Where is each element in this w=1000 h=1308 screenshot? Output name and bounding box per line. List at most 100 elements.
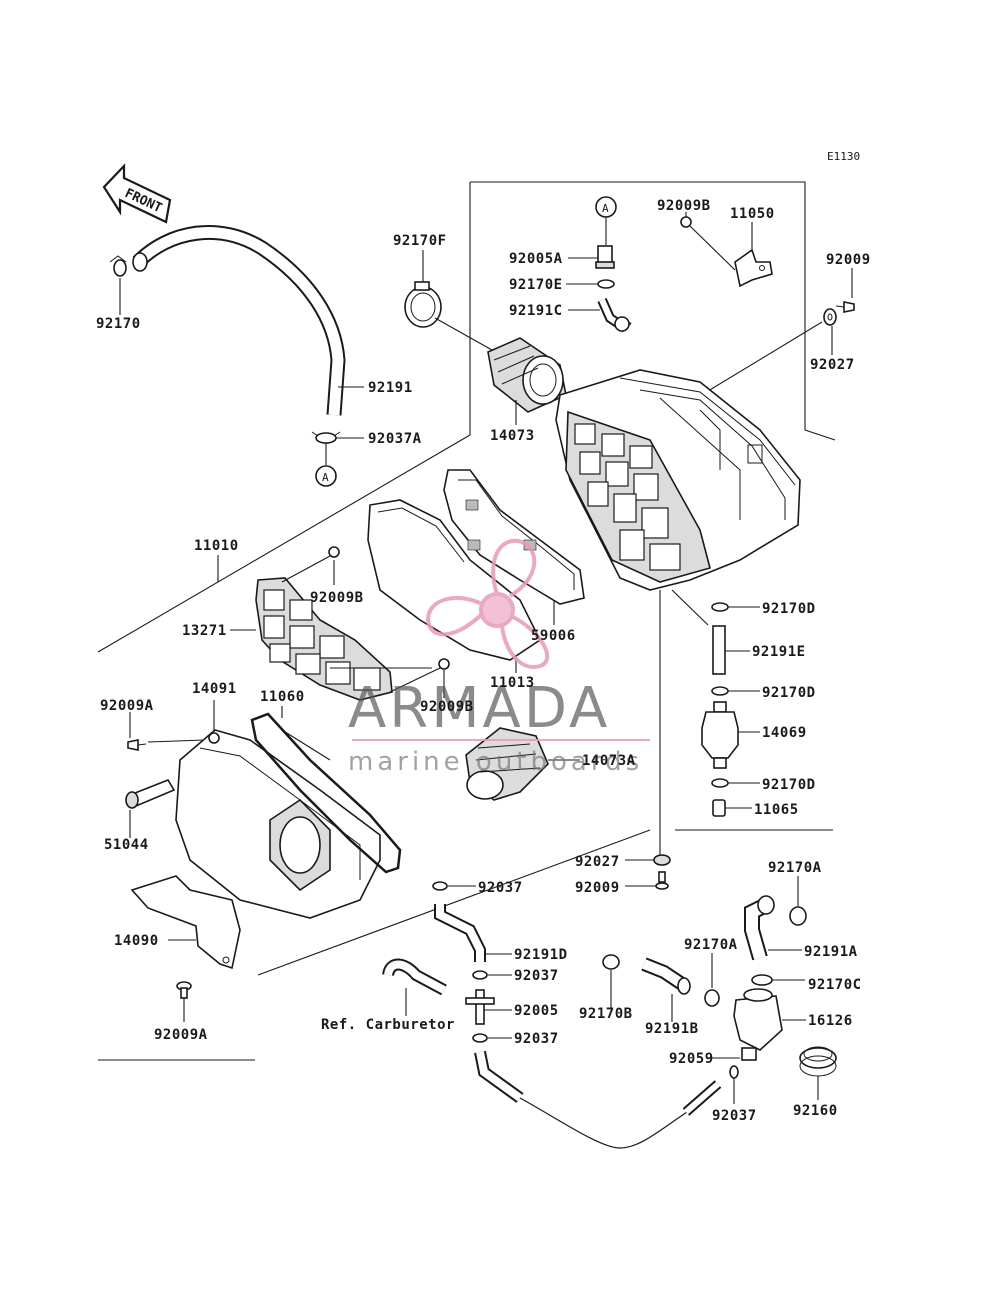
duct-14073 — [487, 337, 567, 413]
label-92170: 92170 — [96, 316, 141, 332]
case-14091 — [175, 729, 381, 919]
screw-92009B-mid — [328, 546, 340, 558]
seal-11060 — [250, 712, 402, 874]
label-92170A-1: 92170A — [768, 860, 822, 876]
label-92059: 92059 — [669, 1051, 714, 1067]
watermark: ARMADA marine outboards — [348, 538, 650, 777]
ref-carburetor: Ref. Carburetor — [321, 1017, 455, 1033]
label-92191B: 92191B — [645, 1021, 699, 1037]
hose-92059 — [682, 1080, 722, 1116]
label-13271: 13271 — [182, 623, 227, 639]
hose-92191A — [744, 895, 775, 961]
bracket-11050 — [734, 248, 773, 288]
ref-marker-a-bottom — [315, 465, 337, 487]
label-92170C: 92170C — [808, 977, 862, 993]
ref-marker-a-top-label: A — [602, 202, 609, 215]
fitting-92005A — [595, 245, 615, 269]
label-92009A-top: 92009A — [100, 698, 154, 714]
clip-92037-4 — [729, 1065, 739, 1079]
clip-92170B — [602, 954, 620, 970]
clip-92170D-2 — [711, 686, 729, 696]
label-92037A: 92037A — [368, 431, 422, 447]
label-14091: 14091 — [192, 681, 237, 697]
joint-92005 — [465, 989, 495, 1025]
clip-92037A — [311, 431, 341, 444]
label-92191D: 92191D — [514, 947, 568, 963]
label-92037-4: 92037 — [712, 1108, 757, 1124]
hose-92191D — [434, 904, 486, 962]
clip-92037-1 — [432, 881, 448, 891]
label-51044: 51044 — [104, 837, 149, 853]
clip-92037-2 — [472, 970, 488, 980]
hose-92191B — [641, 957, 691, 995]
label-92170F: 92170F — [393, 233, 447, 249]
label-92037-1: 92037 — [478, 880, 523, 896]
washer-92027-bottom — [653, 854, 671, 866]
label-92037-2: 92037 — [514, 968, 559, 984]
label-92170D-3: 92170D — [762, 777, 816, 793]
cap-11065 — [712, 799, 726, 817]
label-92160: 92160 — [793, 1103, 838, 1119]
label-92009B-mid: 92009B — [310, 590, 364, 606]
label-92009B-low: 92009B — [420, 699, 474, 715]
air-cleaner-housing — [555, 369, 801, 591]
watermark-propeller-icon — [425, 538, 550, 669]
breather-hose — [132, 225, 346, 416]
washer-92027-top — [823, 308, 837, 326]
front-arrow-icon: FRONT — [102, 163, 172, 224]
clip-92170 — [109, 255, 127, 277]
label-11065: 11065 — [754, 802, 799, 818]
screw-92009-top — [835, 301, 855, 313]
part-labels: 92170 92191 92037A 92170F 14073 92005A 9… — [96, 198, 870, 1124]
clamp-92170F — [404, 281, 442, 328]
carburetor-hose — [382, 958, 447, 996]
screw-92009B-low — [438, 658, 450, 670]
label-92009-bottom: 92009 — [575, 880, 620, 896]
drain-51044 — [125, 779, 176, 809]
label-11060: 11060 — [260, 689, 305, 705]
label-11010: 11010 — [194, 538, 239, 554]
element-59006 — [443, 469, 585, 605]
label-92005: 92005 — [514, 1003, 559, 1019]
label-92027-top: 92027 — [810, 357, 855, 373]
hose-92191E — [712, 625, 726, 675]
screw-92009-bottom — [655, 871, 669, 890]
label-92170D-1: 92170D — [762, 601, 816, 617]
label-59006: 59006 — [531, 628, 576, 644]
label-92191: 92191 — [368, 380, 413, 396]
clip-92170E — [597, 279, 615, 289]
label-92009A-bottom: 92009A — [154, 1027, 208, 1043]
duct-14073A — [465, 727, 549, 801]
label-92191C: 92191C — [509, 303, 563, 319]
clip-92037-3 — [472, 1033, 488, 1043]
screw-92009A-top — [127, 739, 147, 751]
section-frame — [97, 181, 836, 1061]
watermark-brand: ARMADA — [348, 676, 610, 741]
label-14090: 14090 — [114, 933, 159, 949]
watermark-tagline: marine outboards — [348, 747, 643, 777]
valve-16126 — [733, 988, 783, 1061]
screw-92009B-top — [680, 216, 692, 228]
bracket-14090 — [130, 875, 241, 970]
hose-92191C — [597, 297, 632, 333]
clip-92170A-top — [789, 906, 807, 926]
clip-92170A-left — [704, 989, 720, 1007]
clip-92170C — [751, 974, 773, 986]
filter-14069 — [701, 701, 739, 769]
gasket-13271 — [255, 577, 393, 701]
clip-92170D-3 — [711, 778, 729, 788]
label-14069: 14069 — [762, 725, 807, 741]
label-92191E: 92191E — [752, 644, 806, 660]
label-92009B-top: 92009B — [657, 198, 711, 214]
label-14073: 14073 — [490, 428, 535, 444]
clip-92170D-1 — [711, 602, 729, 612]
label-92005A: 92005A — [509, 251, 563, 267]
label-92170D-2: 92170D — [762, 685, 816, 701]
label-11013: 11013 — [490, 675, 535, 691]
label-92037-3: 92037 — [514, 1031, 559, 1047]
label-14073A: 14073A — [582, 753, 636, 769]
label-92170B: 92170B — [579, 1006, 633, 1022]
label-11050: 11050 — [730, 206, 775, 222]
